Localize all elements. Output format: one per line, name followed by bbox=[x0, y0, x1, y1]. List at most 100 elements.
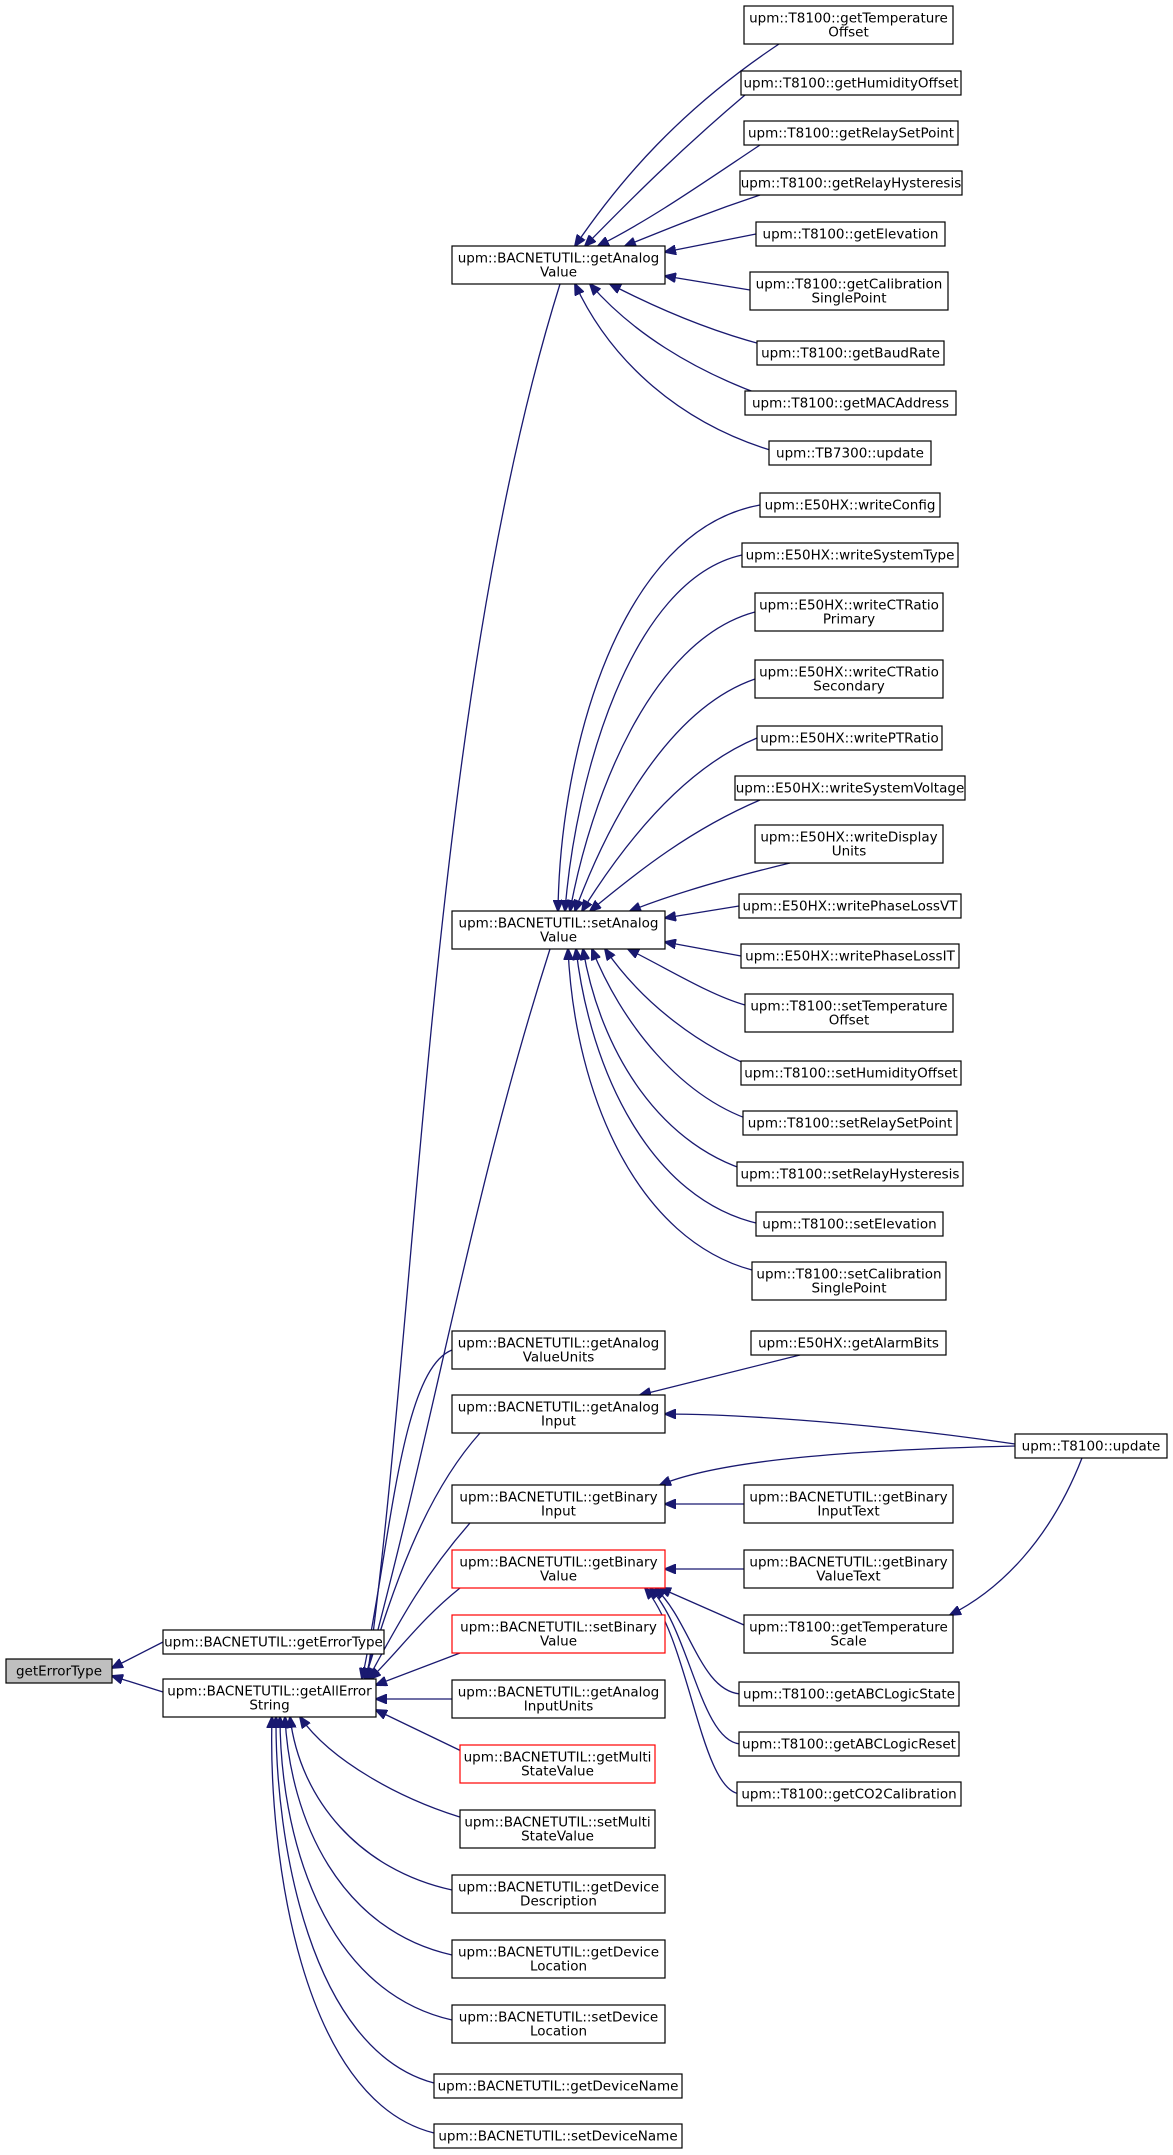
node-label: Scale bbox=[830, 1634, 866, 1650]
graph-node-t_getElevation[interactable]: upm::T8100::getElevation bbox=[755, 221, 946, 247]
graph-node-t_getMAC[interactable]: upm::T8100::getMACAddress bbox=[744, 390, 957, 416]
call-edge-setBinaryValue-to-getAllError bbox=[376, 1652, 461, 1685]
graph-node-t_getCO2Calib[interactable]: upm::T8100::getCO2Calibration bbox=[736, 1781, 962, 1807]
node-box bbox=[451, 1330, 666, 1370]
node-box bbox=[5, 1658, 113, 1684]
node-box bbox=[740, 1060, 962, 1086]
node-label: upm::BACNETUTIL::setAnalog bbox=[459, 916, 659, 932]
node-label: Value bbox=[540, 265, 577, 281]
node-label: upm::BACNETUTIL::getAllError bbox=[167, 1684, 372, 1700]
node-box bbox=[743, 1549, 954, 1589]
node-box bbox=[739, 170, 963, 196]
node-label: upm::T8100::getABCLogicReset bbox=[742, 1737, 956, 1753]
graph-node-e_writeSystemType[interactable]: upm::E50HX::writeSystemType bbox=[741, 542, 959, 568]
node-box bbox=[756, 340, 945, 366]
node-box bbox=[459, 1809, 656, 1849]
call-edge-setDeviceName-to-getAllError bbox=[272, 1717, 435, 2134]
call-edge-getBinaryInput-to-getAllError bbox=[368, 1522, 471, 1679]
graph-node-e_getAlarmBits[interactable]: upm::E50HX::getAlarmBits bbox=[750, 1330, 947, 1356]
graph-node-t_setElevation[interactable]: upm::T8100::setElevation bbox=[755, 1211, 944, 1237]
graph-node-getErrorTypeU[interactable]: upm::BACNETUTIL::getErrorType bbox=[162, 1629, 385, 1655]
call-edge-getDeviceName-to-getAllError bbox=[276, 1717, 435, 2084]
node-box bbox=[754, 824, 944, 864]
graph-node-t_update[interactable]: upm::T8100::update bbox=[1014, 1433, 1168, 1459]
graph-node-tb_update[interactable]: upm::TB7300::update bbox=[768, 440, 932, 466]
node-label: upm::BACNETUTIL::getAnalog bbox=[458, 1685, 659, 1701]
node-label: upm::BACNETUTIL::getAnalog bbox=[458, 251, 659, 267]
call-edge-t_getHumOffset-to-getAnalogValue bbox=[585, 94, 746, 246]
node-label: upm::T8100::getRelayHysteresis bbox=[741, 176, 961, 192]
graph-node-t_setHumOffset[interactable]: upm::T8100::setHumidityOffset bbox=[740, 1060, 962, 1086]
graph-node-e_writeConfig[interactable]: upm::E50HX::writeConfig bbox=[759, 492, 941, 518]
node-label: upm::E50HX::getAlarmBits bbox=[758, 1336, 939, 1352]
node-label: upm::BACNETUTIL::getBinary bbox=[749, 1490, 947, 1506]
graph-node-e_writePhaseLossVT[interactable]: upm::E50HX::writePhaseLossVT bbox=[738, 893, 962, 919]
call-edge-getAnalogValue-to-getAllError bbox=[367, 283, 561, 1679]
node-label: String bbox=[249, 1698, 289, 1714]
node-box bbox=[451, 1614, 666, 1654]
node-label: upm::TB7300::update bbox=[776, 446, 924, 462]
node-label: upm::T8100::getTemperature bbox=[749, 1620, 948, 1636]
call-edge-t_getTempOffset-to-getAnalogValue bbox=[575, 43, 780, 246]
node-label: upm::T8100::getCalibration bbox=[756, 277, 943, 293]
call-edge-setAnalogValue-to-getAllError bbox=[365, 948, 551, 1679]
graph-node-t_setRelayHyst[interactable]: upm::T8100::setRelayHysteresis bbox=[736, 1161, 964, 1187]
graph-node-t_getHumOffset[interactable]: upm::T8100::getHumidityOffset bbox=[740, 70, 962, 96]
graph-node-e_writePhaseLossIT[interactable]: upm::E50HX::writePhaseLossIT bbox=[740, 943, 960, 969]
call-edge-t_setTempOffset-to-setAnalogValue bbox=[628, 949, 746, 1006]
graph-node-t_getABCLogicState[interactable]: upm::T8100::getABCLogicState bbox=[738, 1681, 960, 1707]
node-label: upm::BACNETUTIL::getBinary bbox=[749, 1555, 947, 1571]
graph-node-e_writePTRatio[interactable]: upm::E50HX::writePTRatio bbox=[756, 725, 943, 751]
node-label: upm::BACNETUTIL::getMulti bbox=[464, 1750, 652, 1766]
graph-node-t_getRelayHyst[interactable]: upm::T8100::getRelayHysteresis bbox=[739, 170, 963, 196]
graph-node-root[interactable]: getErrorType bbox=[5, 1658, 113, 1684]
call-edge-t_getCO2Calib-to-getBinaryValue bbox=[645, 1588, 741, 1795]
graph-node-t_getRelaySetPoint[interactable]: upm::T8100::getRelaySetPoint bbox=[743, 120, 959, 146]
graph-node-e_writeSysVoltage[interactable]: upm::E50HX::writeSystemVoltage bbox=[734, 775, 966, 801]
node-box bbox=[459, 1744, 656, 1784]
node-box bbox=[742, 1110, 958, 1136]
node-label: Description bbox=[520, 1894, 597, 1910]
node-label: upm::T8100::getTemperature bbox=[749, 11, 948, 27]
graph-node-t_getABCLogicReset[interactable]: upm::T8100::getABCLogicReset bbox=[738, 1731, 960, 1757]
graph-node-t_setRelaySetPoint[interactable]: upm::T8100::setRelaySetPoint bbox=[742, 1110, 958, 1136]
node-label: upm::T8100::setHumidityOffset bbox=[744, 1066, 957, 1082]
node-label: getErrorType bbox=[16, 1664, 102, 1680]
call-edge-e_writeSystemType-to-setAnalogValue bbox=[565, 554, 743, 911]
node-box bbox=[749, 271, 949, 311]
call-edge-t_getMAC-to-getAnalogValue bbox=[590, 284, 771, 399]
node-label: upm::E50HX::writeCTRatio bbox=[759, 598, 939, 614]
node-box bbox=[738, 893, 962, 919]
node-box bbox=[755, 221, 946, 247]
graph-node-setDeviceName[interactable]: upm::BACNETUTIL::setDeviceName bbox=[433, 2123, 683, 2149]
node-label: Location bbox=[530, 1959, 587, 1975]
node-box bbox=[754, 592, 944, 632]
graph-node-getDeviceName[interactable]: upm::BACNETUTIL::getDeviceName bbox=[433, 2073, 683, 2099]
call-edge-t_getABCLogicState-to-getBinaryValue bbox=[655, 1588, 741, 1695]
graph-node-t_getBaudRate[interactable]: upm::T8100::getBaudRate bbox=[756, 340, 945, 366]
